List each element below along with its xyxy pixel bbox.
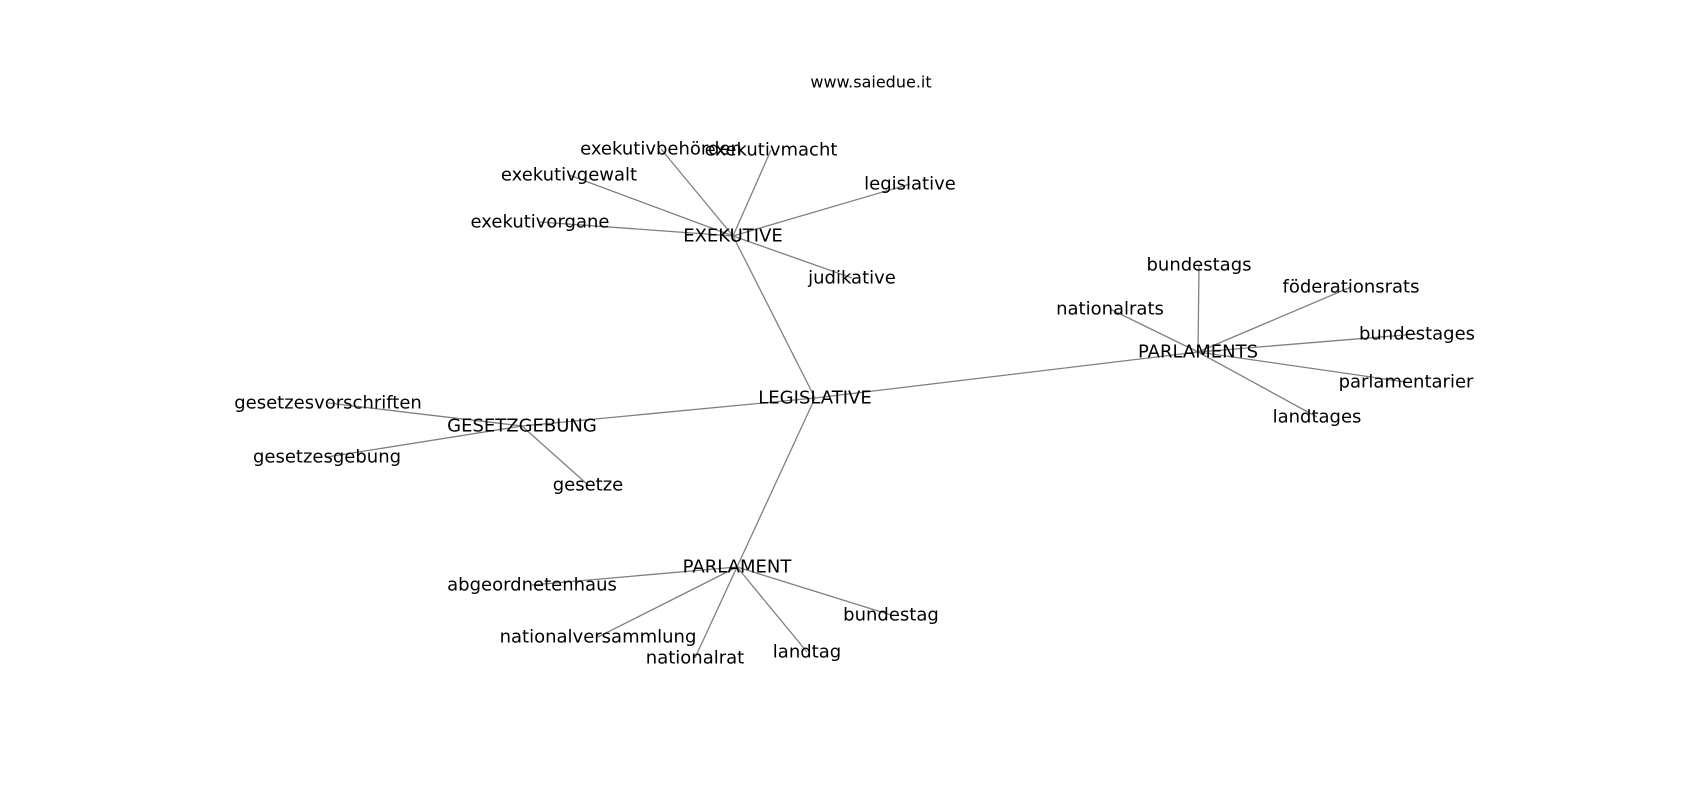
node-label-gesetzesgebung: gesetzesgebung — [253, 447, 401, 468]
node-label-exekutivgewalt: exekutivgewalt — [501, 165, 637, 186]
edge-parlament-abgeordnetenhaus — [531, 566, 738, 586]
node-label-exekutivbehorden: exekutivbehörden — [580, 139, 742, 160]
node-label-gesetze: gesetze — [553, 475, 624, 496]
edge-exekutive-legislative — [732, 183, 911, 237]
node-label-gesetzesvorschriften: gesetzesvorschriften — [234, 393, 422, 414]
edge-legislative-parlaments — [814, 351, 1199, 399]
watermark-title: www.saiedue.it — [810, 73, 931, 92]
node-label-nationalrat: nationalrat — [646, 648, 744, 669]
node-label-foderationsrats: föderationsrats — [1282, 277, 1419, 298]
edge-exekutive-exekutivgewalt — [568, 174, 734, 237]
edge-parlament-landtag — [736, 566, 808, 653]
node-label-gesetzgebung: GESETZGEBUNG — [447, 416, 597, 437]
edge-parlament-nationalrat — [694, 566, 738, 659]
edge-parlaments-bundestags — [1197, 264, 1200, 353]
node-label-legislative: legislative — [864, 174, 956, 195]
edge-parlament-nationalversammlung — [597, 566, 738, 638]
node-label-exekutivorgane: exekutivorgane — [471, 212, 610, 233]
edge-parlaments-landtages — [1197, 351, 1318, 418]
edge-parlaments-bundestages — [1197, 333, 1418, 353]
edge-parlament-bundestag — [736, 566, 892, 616]
node-label-exekutivmacht: exekutivmacht — [705, 140, 838, 161]
node-label-bundestags: bundestags — [1146, 255, 1251, 276]
node-label-parlamentarier: parlamentarier — [1339, 372, 1474, 393]
edge-parlaments-parlamentarier — [1197, 351, 1407, 383]
edge-gesetzgebung-gesetzesvorschriften — [327, 402, 523, 427]
node-label-legislative: LEGISLATIVE — [758, 388, 871, 409]
edge-legislative-parlament — [736, 397, 816, 568]
edge-exekutive-judikative — [732, 235, 853, 279]
edge-parlaments-foderationsrats — [1197, 286, 1352, 353]
node-label-abgeordnetenhaus: abgeordnetenhaus — [447, 575, 617, 596]
edge-parlaments-nationalrats — [1109, 308, 1199, 353]
node-label-nationalversammlung: nationalversammlung — [500, 627, 697, 648]
edge-legislative-exekutive — [732, 235, 816, 399]
node-label-bundestag: bundestag — [843, 605, 939, 626]
edge-gesetzgebung-gesetze — [521, 425, 589, 486]
node-label-parlament: PARLAMENT — [683, 557, 793, 578]
node-label-exekutive: EXEKUTIVE — [683, 226, 783, 247]
node-label-landtages: landtages — [1273, 407, 1362, 428]
edge-exekutive-exekutivmacht — [732, 149, 772, 237]
edge-exekutive-exekutivorgane — [539, 221, 734, 237]
node-label-judikative: judikative — [807, 268, 896, 289]
node-label-bundestages: bundestages — [1359, 324, 1475, 345]
node-label-landtag: landtag — [773, 642, 841, 663]
edge-exekutive-exekutivbehorden — [660, 148, 734, 237]
node-label-parlaments: PARLAMENTS — [1138, 342, 1258, 363]
edge-gesetzgebung-gesetzesgebung — [326, 425, 523, 458]
edge-legislative-gesetzgebung — [521, 397, 816, 427]
node-label-nationalrats: nationalrats — [1056, 299, 1164, 320]
edges-layer — [326, 148, 1418, 659]
labels-layer: LEGISLATIVE EXEKUTIVE PARLAMENTS GESETZGEBU… — [234, 139, 1475, 669]
